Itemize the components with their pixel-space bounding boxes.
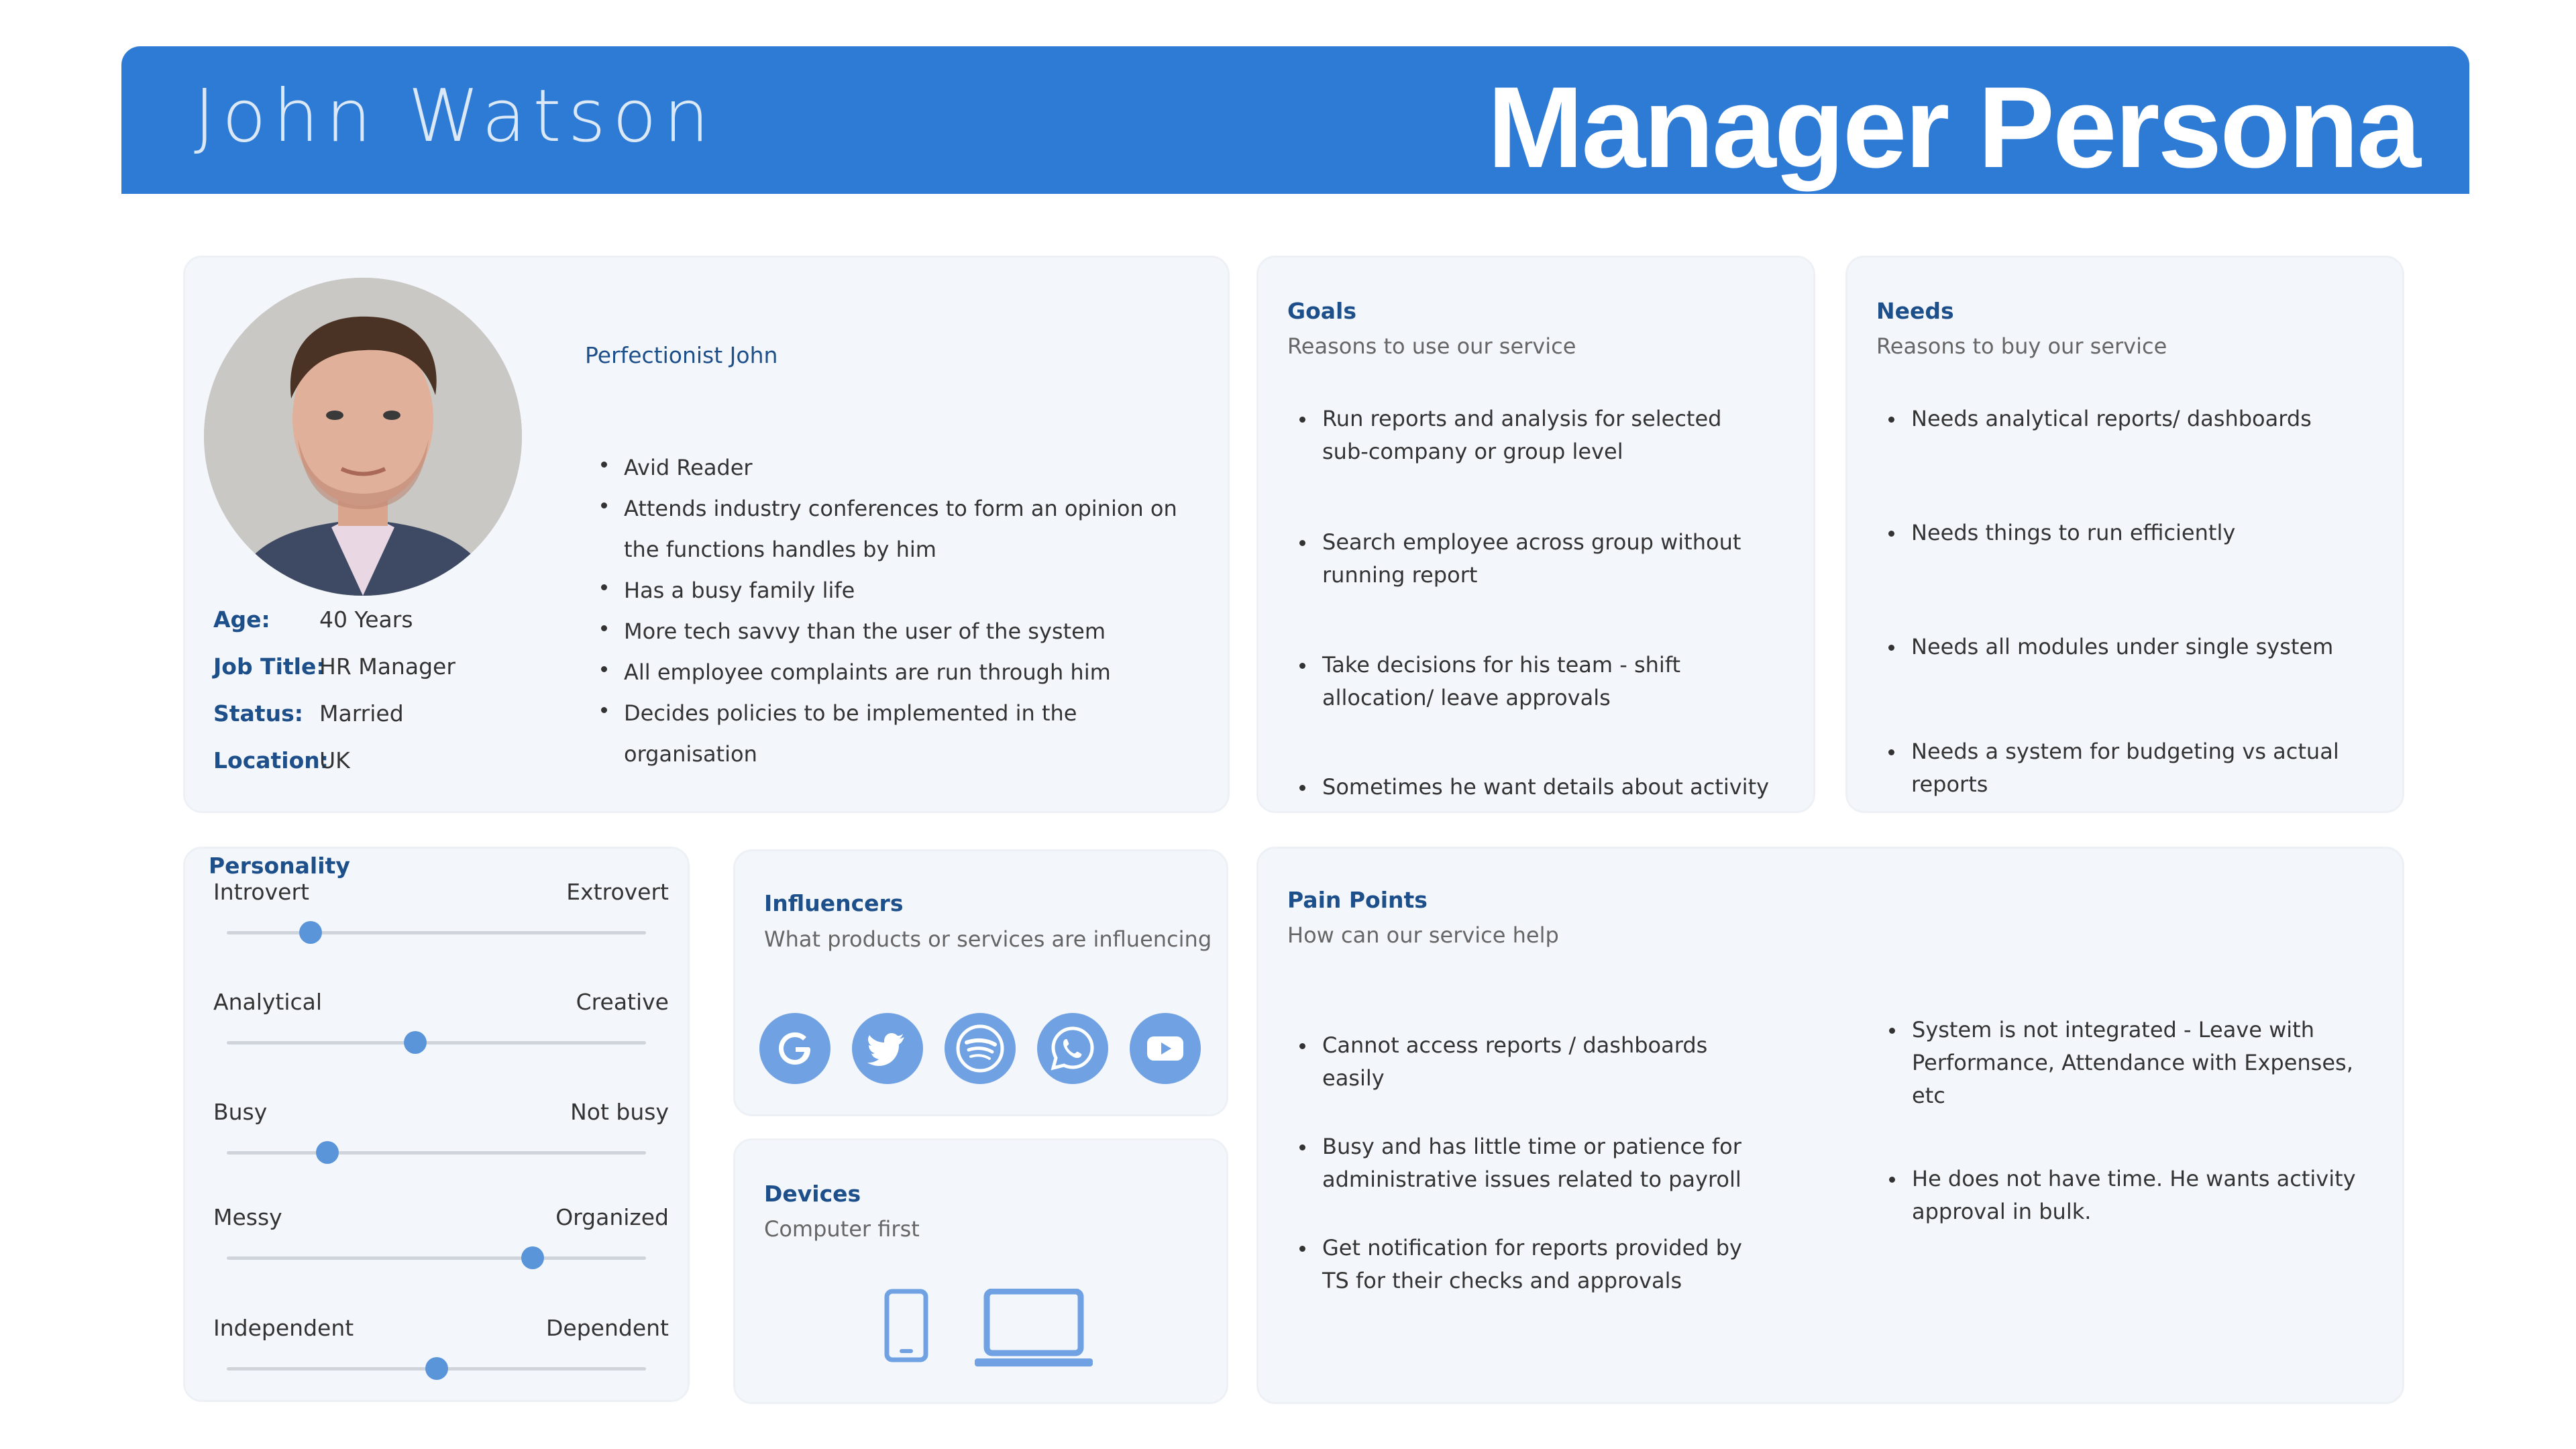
list-item: Decides policies to be implemented in th… (597, 693, 1201, 775)
status-value: Married (319, 700, 404, 727)
phone-icon (884, 1289, 928, 1365)
avatar (204, 278, 522, 596)
devices-title: Devices (764, 1181, 861, 1207)
goals-subtitle: Reasons to use our service (1287, 333, 1576, 359)
list-item: Attends industry conferences to form an … (597, 488, 1201, 570)
personality-slider[interactable] (227, 921, 646, 944)
devices-card: Devices Computer first (733, 1138, 1228, 1404)
slider-left-label: Busy (213, 1099, 268, 1125)
slider-handle[interactable] (299, 921, 322, 944)
personality-title: Personality (209, 853, 350, 879)
job-title-label: Job Title: (213, 653, 325, 680)
slider-handle[interactable] (425, 1357, 448, 1380)
list-item: More tech savvy than the user of the sys… (597, 611, 1201, 652)
header-banner: John Watson Manager Persona (121, 46, 2469, 194)
slider-left-label: Analytical (213, 989, 323, 1015)
list-item: Needs all modules under single system (1884, 631, 2381, 663)
list-item: Sometimes he want details about activity (1295, 771, 1805, 804)
profile-card: Perfectionist John Age: 40 Years Job Tit… (183, 256, 1230, 813)
status-label: Status: (213, 700, 303, 727)
slider-right-label: Extrovert (566, 879, 669, 905)
age-value: 40 Years (319, 606, 413, 633)
slider-right-label: Dependent (546, 1315, 669, 1341)
influencers-title: Influencers (764, 890, 904, 916)
needs-title: Needs (1876, 298, 1954, 324)
list-item: Avid Reader (597, 447, 1201, 488)
list-item: Search employee across group without run… (1295, 526, 1765, 592)
list-item: Get notification for reports provided by… (1295, 1232, 1752, 1297)
slider-left-label: Independent (213, 1315, 354, 1341)
age-label: Age: (213, 606, 270, 633)
location-value: UK (319, 747, 350, 773)
personality-slider[interactable] (227, 1141, 646, 1164)
slider-right-label: Not busy (570, 1099, 669, 1125)
list-item: Busy and has little time or patience for… (1295, 1130, 1765, 1196)
list-item: Take decisions for his team - shift allo… (1295, 649, 1765, 714)
goals-card: Goals Reasons to use our service Run rep… (1256, 256, 1815, 813)
personality-slider[interactable] (227, 1031, 646, 1054)
pain-points-card: Pain Points How can our service help Can… (1256, 847, 2404, 1404)
personality-slider[interactable] (227, 1357, 646, 1380)
persona-traits-list: Avid Reader Attends industry conferences… (597, 447, 1201, 775)
pain-points-subtitle: How can our service help (1287, 922, 1559, 948)
list-item: Needs analytical reports/ dashboards (1884, 402, 2381, 435)
needs-card: Needs Reasons to buy our service Needs a… (1845, 256, 2404, 813)
youtube-icon[interactable] (1130, 1013, 1201, 1084)
persona-name: John Watson (194, 74, 716, 158)
list-item: Needs a system for budgeting vs actual r… (1884, 735, 2354, 801)
list-item: He does not have time. He wants activity… (1885, 1163, 2368, 1228)
goals-title: Goals (1287, 298, 1356, 324)
slider-handle[interactable] (521, 1246, 545, 1269)
twitter-icon[interactable] (852, 1013, 923, 1084)
needs-subtitle: Reasons to buy our service (1876, 333, 2167, 359)
spotify-icon[interactable] (945, 1013, 1016, 1084)
slider-handle[interactable] (316, 1141, 339, 1164)
list-item: Needs things to run efficiently (1884, 517, 2381, 549)
slider-handle[interactable] (404, 1031, 427, 1054)
persona-nickname: Perfectionist John (585, 342, 778, 368)
page-title: Manager Persona (1487, 63, 2421, 192)
location-label: Location: (213, 747, 329, 773)
list-item: System is not integrated - Leave with Pe… (1885, 1014, 2368, 1112)
slider-left-label: Messy (213, 1204, 282, 1230)
list-item: Cannot access reports / dashboards easil… (1295, 1029, 1752, 1095)
list-item: All employee complaints are run through … (597, 652, 1201, 693)
pain-points-title: Pain Points (1287, 887, 1428, 913)
laptop-icon (973, 1288, 1094, 1372)
profile-info: Age: 40 Years Job Title: HR Manager Stat… (213, 606, 549, 808)
job-title-value: HR Manager (319, 653, 455, 680)
list-item: Has a busy family life (597, 570, 1201, 611)
influencers-subtitle: What products or services are influencin… (764, 926, 1212, 952)
personality-slider[interactable] (227, 1246, 646, 1269)
slider-left-label: Introvert (213, 879, 309, 905)
devices-subtitle: Computer first (764, 1216, 920, 1242)
slider-right-label: Creative (576, 989, 669, 1015)
slider-right-label: Organized (555, 1204, 669, 1230)
google-icon[interactable] (759, 1013, 830, 1084)
list-item: Run reports and analysis for selected su… (1295, 402, 1765, 468)
whatsapp-icon[interactable] (1037, 1013, 1108, 1084)
